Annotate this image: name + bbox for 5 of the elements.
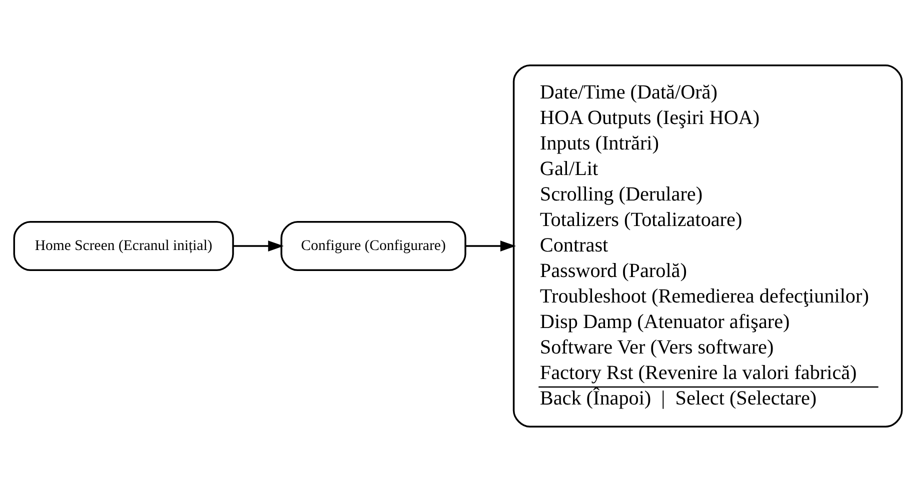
node-box: Configure (Configurare) xyxy=(280,220,466,271)
arrow xyxy=(233,240,284,251)
node-box: Home Screen (Ecranul inițial) xyxy=(13,220,234,271)
arrow xyxy=(466,240,516,251)
node-box: Date/Time (Dată/Oră) HOA Outputs (Ieşiri HOA) Inputs (Intrări) Gal/Lit Scrolling (Derulare) Totalizers (Totalizatoare) Contrast Password (Parolă) Troubleshoot (Remedierea defecţiunilor) Disp Damp (Atenuator afişare) Software Ver (Vers software) Factory Rst (Revenire la valori fabrică) Back (Înapoi) | Select (Selectare) xyxy=(512,64,903,427)
